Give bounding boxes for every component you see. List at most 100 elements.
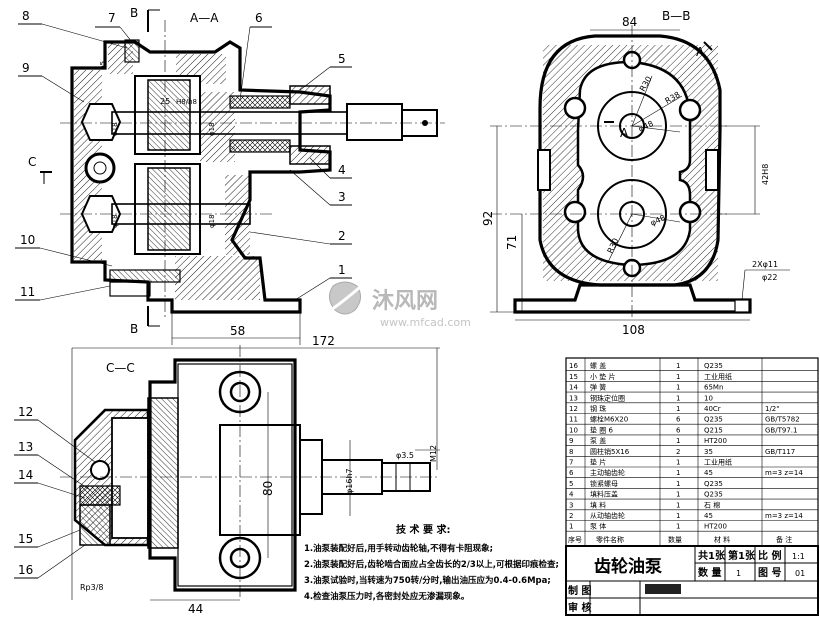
dim-phi5: φ5 (99, 61, 107, 70)
dim-holes-phi22: φ22 (762, 273, 777, 282)
tech-note-4: 4.检查油泵压力时,各密封处应无渗漏现象。 (304, 591, 469, 602)
bom-cell-qty: 2 (676, 448, 680, 456)
dim-fit-25: 25 (160, 97, 170, 106)
bom-header-no: 序号 (568, 535, 582, 544)
bom-cell-no: 12 (569, 405, 578, 413)
callout-10: 10 (20, 233, 35, 247)
bom-header-note: 备 注 (776, 535, 792, 544)
bom-cell-mat: 工业用纸 (704, 372, 732, 381)
bom-cell-name: 圆柱销5X16 (590, 447, 630, 456)
dim-172: 172 (312, 334, 335, 348)
section-mark-b-top: B (130, 6, 138, 20)
bom-cell-no: 3 (569, 501, 573, 509)
callout-12: 12 (18, 405, 33, 419)
bom-cell-qty: 1 (676, 384, 680, 392)
callout-9: 9 (22, 61, 30, 75)
bom-cell-mat: HT200 (704, 437, 727, 445)
dim-holes-2x11: 2Xφ11 (752, 260, 778, 269)
callout-leaders-cc (14, 419, 96, 579)
scale-value: 1:1 (792, 552, 805, 561)
bom-cell-no: 8 (569, 448, 573, 456)
quantity-label: 数 量 (698, 566, 721, 579)
sheets-total: 共1张 (698, 549, 726, 562)
bom-cell-qty: 6 (676, 426, 681, 434)
tech-note-3: 3.油泵试验时,当转速为750转/分时,输出油压应为0.4-0.6Mpa; (304, 575, 551, 586)
bom-cell-no: 6 (569, 469, 574, 477)
quantity-value: 1 (736, 569, 741, 578)
bom-cell-no: 10 (569, 426, 578, 434)
section-mark-c: C (28, 155, 36, 169)
drawing-number-value: 01 (795, 569, 805, 578)
bom-cell-qty: 6 (676, 416, 681, 424)
tech-note-2: 2.油泵装配好后,齿轮啮合面应占全齿长的2/3以上,可根据印痕检查; (304, 559, 559, 570)
section-aa-label: A—A (190, 11, 219, 25)
dim-phi18-b: φ18 (208, 122, 216, 136)
bom-row: 13 钢珠定位圈 1 10 (569, 393, 713, 402)
bom-cell-name: 弹 簧 (590, 383, 606, 392)
bom-cell-no: 2 (569, 512, 573, 520)
callout-4: 4 (338, 163, 346, 177)
bom-cell-mat: 35 (704, 448, 713, 456)
bom-cell-no: 16 (569, 362, 578, 370)
bom-cell-name: 小 垫 片 (590, 372, 615, 381)
dim-80: 80 (261, 481, 275, 496)
bom-cell-note: GB/T117 (765, 448, 795, 456)
drawn-by-label: 制 图 (568, 584, 591, 597)
bom-cell-name: 泵 体 (590, 522, 606, 531)
bom-cell-qty: 1 (676, 405, 680, 413)
dim-phi18-d: φ18 (208, 214, 216, 228)
section-mark-b-bottom: B (130, 322, 138, 336)
bom-cell-mat: Q235 (704, 362, 723, 370)
bom-cell-name: 填 料 (590, 500, 606, 509)
watermark-logo-icon (329, 281, 361, 315)
callout-5: 5 (338, 52, 346, 66)
bom-cell-mat: HT200 (704, 523, 727, 531)
bom-cell-qty: 1 (676, 437, 680, 445)
section-cc-label: C—C (106, 361, 135, 375)
checked-by-label: 审 核 (568, 601, 591, 614)
bom-cell-mat: 石 棉 (704, 500, 720, 509)
bom-cell-no: 1 (569, 523, 573, 531)
dim-44: 44 (188, 602, 203, 616)
bom-cell-no: 9 (569, 437, 573, 445)
dim-rp3-8: Rp3/8 (80, 583, 104, 592)
bom-cell-name: 螺 盖 (590, 361, 606, 370)
title-block (565, 545, 819, 616)
dim-42h8: 42H8 (761, 164, 770, 185)
bom-cell-note: GB/T97.1 (765, 426, 797, 434)
sheet-number: 第1张 (728, 549, 756, 562)
dim-phi3-5: φ3.5 (396, 451, 414, 460)
bom-cell-name: 钢珠定位圈 (590, 393, 625, 402)
bom-cell-note: 1/2" (765, 405, 780, 413)
callout-16: 16 (18, 563, 33, 577)
bom-cell-no: 7 (569, 459, 573, 467)
bom-cell-qty: 1 (676, 394, 680, 402)
callout-11: 11 (20, 285, 35, 299)
bom-cell-qty: 1 (676, 362, 680, 370)
bom-cell-no: 4 (569, 491, 574, 499)
bom-cell-no: 13 (569, 394, 578, 402)
view-section-bb (490, 25, 790, 321)
bom-cell-qty: 1 (676, 373, 680, 381)
bom-cell-name: 锁紧螺母 (590, 479, 618, 488)
bom-cell-mat: 10 (704, 394, 713, 402)
callout-14: 14 (18, 468, 33, 482)
bom-cell-mat: 65Mn (704, 384, 723, 392)
bom-cell-qty: 1 (676, 512, 680, 520)
bom-cell-note: m=3 z=14 (765, 512, 803, 520)
dim-58: 58 (230, 324, 245, 338)
bom-row: 2 从动轴齿轮 1 45 m=3 z=14 (569, 511, 803, 520)
bom-cell-name: 从动轴齿轮 (590, 511, 625, 520)
bom-cell-qty: 1 (676, 523, 680, 531)
bom-cell-mat: 45 (704, 512, 713, 520)
callout-8: 8 (22, 9, 30, 23)
